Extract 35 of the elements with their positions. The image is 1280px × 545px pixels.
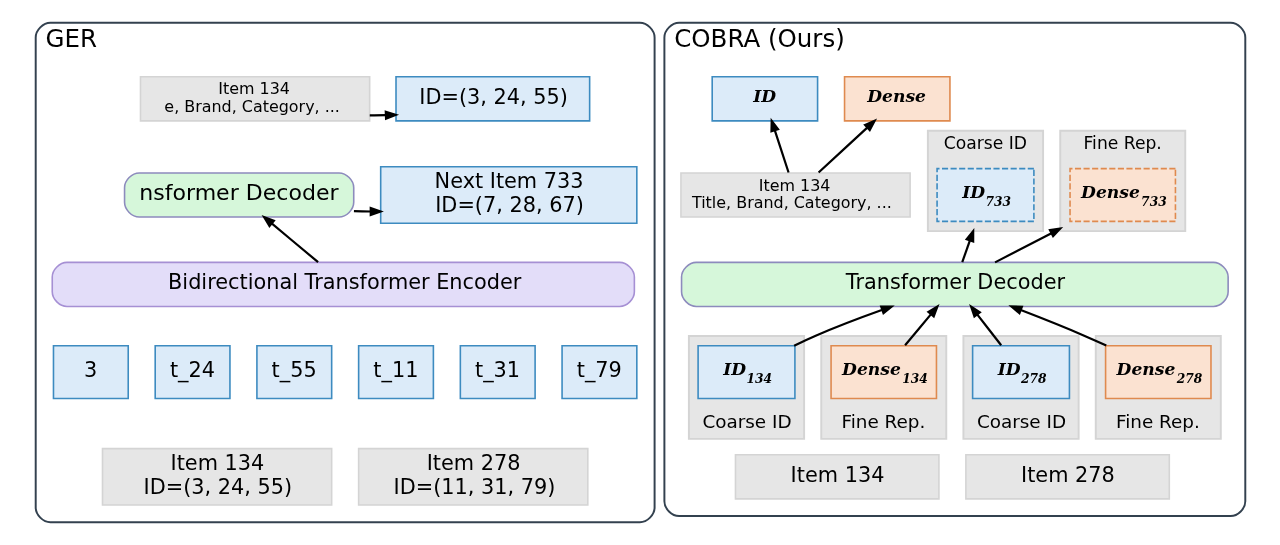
node-box: nsformer Decoder xyxy=(123,172,355,218)
node-box: t_11 xyxy=(357,344,434,400)
node-box: Item 278 ID=(11, 31, 79) xyxy=(357,447,589,506)
arrow xyxy=(817,118,877,174)
node-box: Bidirectional Transformer Encoder xyxy=(50,261,635,308)
node-box: Item 278 xyxy=(964,454,1170,500)
node-box: Dense xyxy=(843,75,951,122)
node-box: ID xyxy=(710,75,818,122)
arrow xyxy=(903,304,939,346)
node-box: ID$_{733}$ xyxy=(935,167,1035,223)
node-box: ID$_{134}$ xyxy=(696,344,796,400)
node-box: Item 134 e, Brand, Category, ... xyxy=(139,75,370,122)
node-box: Dense$_{278}$ xyxy=(1104,344,1212,400)
arrow xyxy=(353,206,384,217)
node-box: Next Item 733 ID=(7, 28, 67) xyxy=(379,166,638,224)
node-box: Dense$_{733}$ xyxy=(1068,167,1176,223)
arrow xyxy=(1007,305,1107,347)
node-box: t_55 xyxy=(255,344,332,400)
arrow xyxy=(769,117,790,173)
arrow xyxy=(960,228,974,263)
node-box: ID$_{278}$ xyxy=(971,344,1070,400)
arrow xyxy=(793,305,895,347)
node-box: Transformer Decoder xyxy=(680,261,1229,308)
arrow xyxy=(968,304,1002,346)
node-box: t_79 xyxy=(560,344,638,400)
node-box: Dense$_{134}$ xyxy=(829,344,937,400)
node-box: t_31 xyxy=(459,344,536,400)
arrow xyxy=(994,227,1063,264)
node-box: ID=(3, 24, 55) xyxy=(394,75,590,122)
node-box: Item 134 ID=(3, 24, 55) xyxy=(101,447,332,506)
node-box: Item 134 Title, Brand, Category, ... xyxy=(679,172,911,218)
node-box: 3 xyxy=(52,344,129,400)
arrow xyxy=(261,214,319,263)
node-box: t_24 xyxy=(153,344,231,400)
node-box: Item 134 xyxy=(734,454,940,500)
